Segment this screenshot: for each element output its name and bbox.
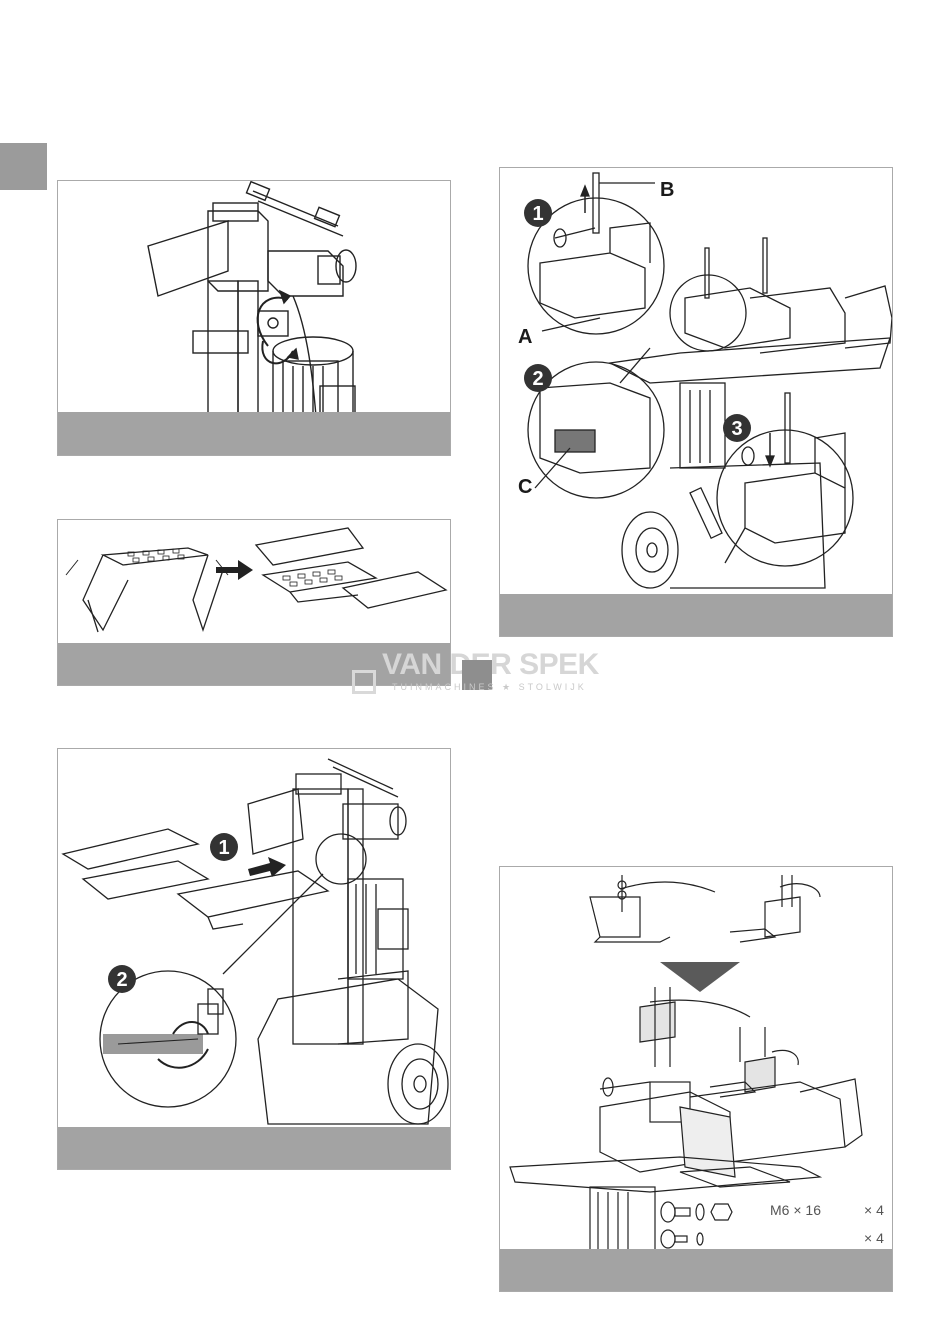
pin-assembly-illustration: 1 2 3 B A C bbox=[500, 168, 893, 637]
callout-1: 1 bbox=[210, 833, 238, 861]
figure-table-mounting: 1 2 bbox=[57, 748, 451, 1170]
figure-hose-holder: M6 × 16 × 4 × 4 bbox=[499, 866, 893, 1292]
watermark-logo-icon bbox=[352, 670, 376, 694]
callout-2: 2 bbox=[524, 364, 552, 392]
caption-bar bbox=[58, 1127, 450, 1169]
hose-holder-illustration bbox=[500, 867, 893, 1292]
table-mounting-illustration: 1 2 bbox=[58, 749, 451, 1170]
label-a: A bbox=[518, 326, 532, 348]
svg-text:1: 1 bbox=[532, 203, 543, 225]
svg-text:3: 3 bbox=[731, 418, 742, 440]
callout-1: 1 bbox=[524, 199, 552, 227]
label-c: C bbox=[518, 476, 532, 498]
figure-pin-assembly: 1 2 3 B A C bbox=[499, 167, 893, 637]
caption-bar bbox=[500, 1249, 892, 1291]
label-b: B bbox=[660, 179, 674, 201]
svg-text:2: 2 bbox=[532, 368, 543, 390]
hardware-spec-bolt: M6 × 16 bbox=[770, 1202, 821, 1218]
svg-text:2: 2 bbox=[116, 969, 127, 991]
caption-bar bbox=[58, 412, 450, 455]
figure-handle-rotation bbox=[57, 180, 451, 456]
hardware-qty-bolt: × 4 bbox=[864, 1202, 884, 1218]
callout-3: 3 bbox=[723, 414, 751, 442]
hardware-qty-knob: × 4 bbox=[864, 1230, 884, 1246]
section-tab bbox=[0, 143, 47, 190]
caption-bar bbox=[500, 594, 892, 636]
watermark-subtitle: TUINMACHINES ★ STOLWIJK bbox=[392, 682, 587, 693]
svg-text:1: 1 bbox=[218, 837, 229, 859]
watermark: VAN DER SPEK TUINMACHINES ★ STOLWIJK bbox=[352, 648, 600, 696]
callout-2: 2 bbox=[108, 965, 136, 993]
